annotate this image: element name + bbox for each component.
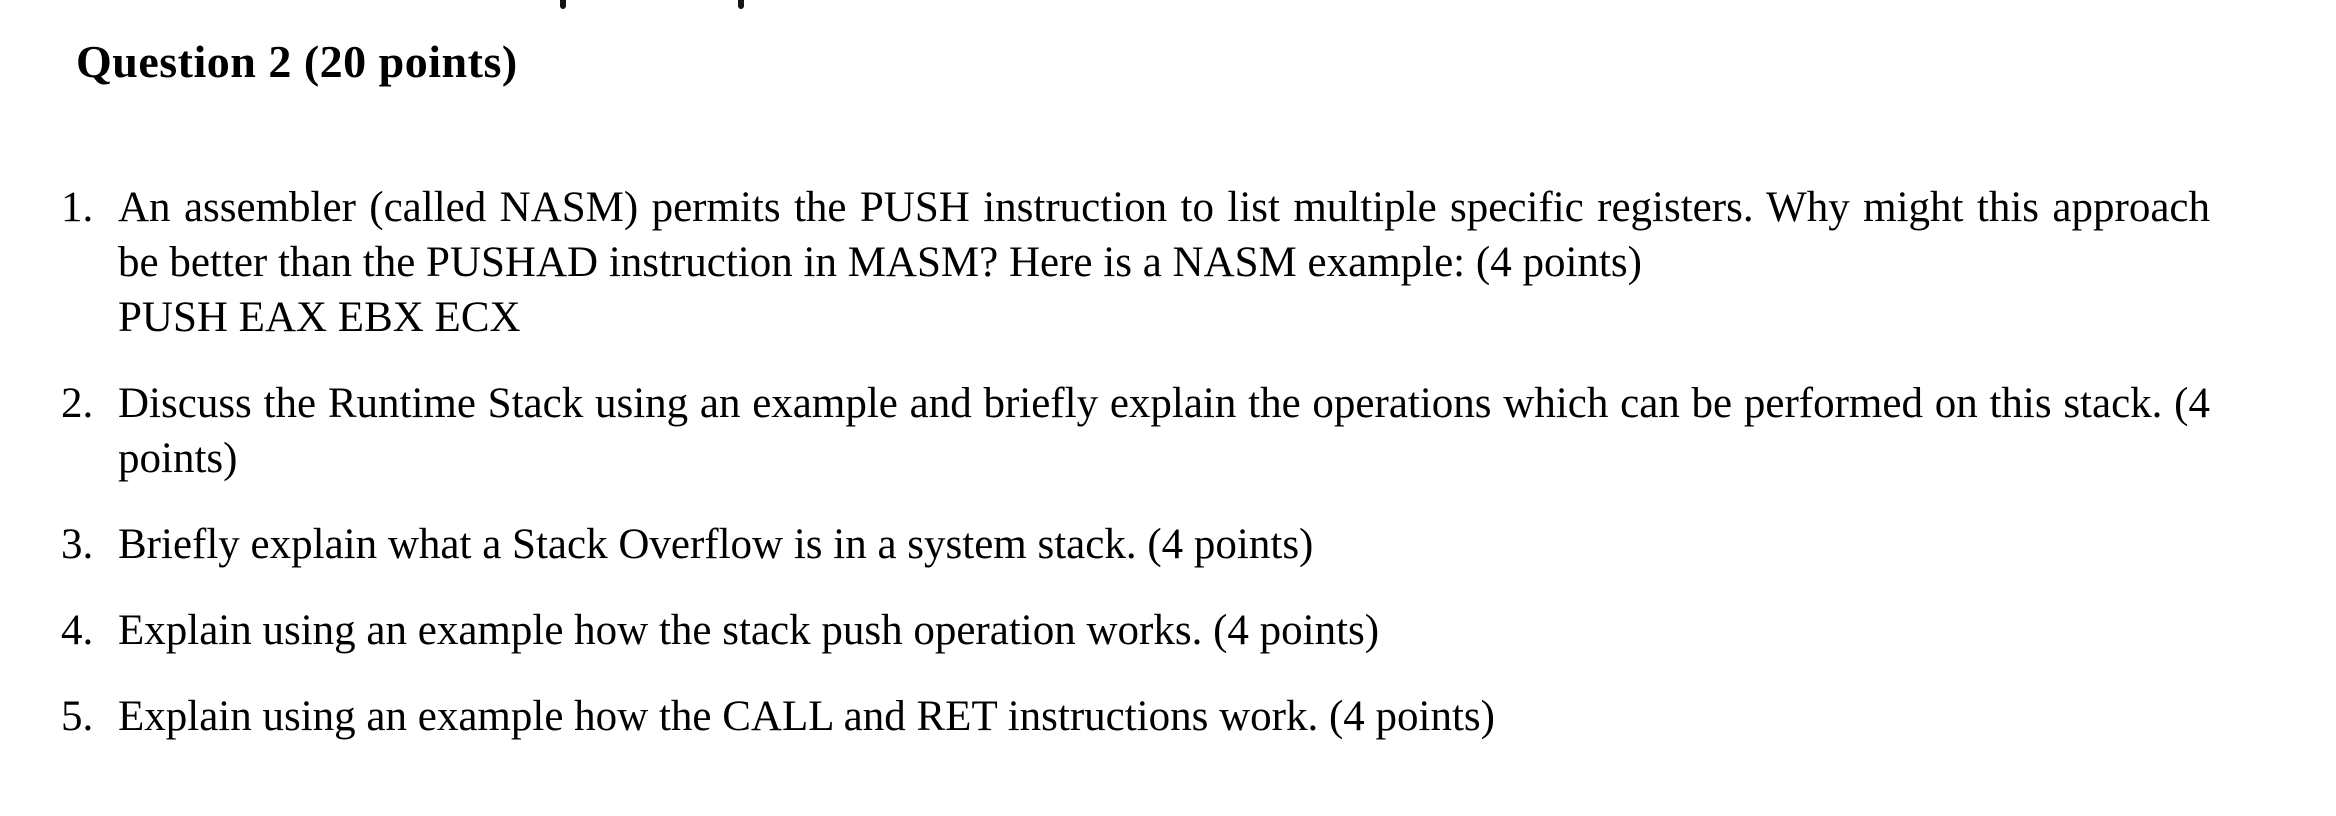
question-heading: Question 2 (20 points) — [76, 36, 518, 87]
item-text: Explain using an example how the stack p… — [118, 607, 1380, 654]
item-text: Explain using an example how the CALL an… — [118, 693, 1495, 740]
item-number: 2. — [61, 380, 94, 427]
item-text: An assembler (called NASM) permits the P… — [118, 184, 2210, 286]
item-number: 3. — [61, 521, 94, 568]
question-item-4: 4. Explain using an example how the stac… — [61, 603, 2210, 658]
item-number: 4. — [61, 607, 94, 654]
question-item-1: 1. An assembler (called NASM) permits th… — [61, 180, 2210, 345]
clipped-glyph-fragment — [738, 0, 744, 9]
item-text: Briefly explain what a Stack Overflow is… — [118, 521, 1314, 568]
question-item-2: 2. Discuss the Runtime Stack using an ex… — [61, 376, 2210, 486]
item-number: 1. — [61, 184, 94, 231]
item-code-line: PUSH EAX EBX ECX — [118, 294, 521, 341]
item-number: 5. — [61, 693, 94, 740]
question-list: 1. An assembler (called NASM) permits th… — [61, 180, 2210, 775]
item-text: Discuss the Runtime Stack using an examp… — [118, 380, 2210, 482]
question-item-5: 5. Explain using an example how the CALL… — [61, 689, 2210, 744]
clipped-glyph-fragment — [560, 0, 566, 9]
question-item-3: 3. Briefly explain what a Stack Overflow… — [61, 517, 2210, 572]
